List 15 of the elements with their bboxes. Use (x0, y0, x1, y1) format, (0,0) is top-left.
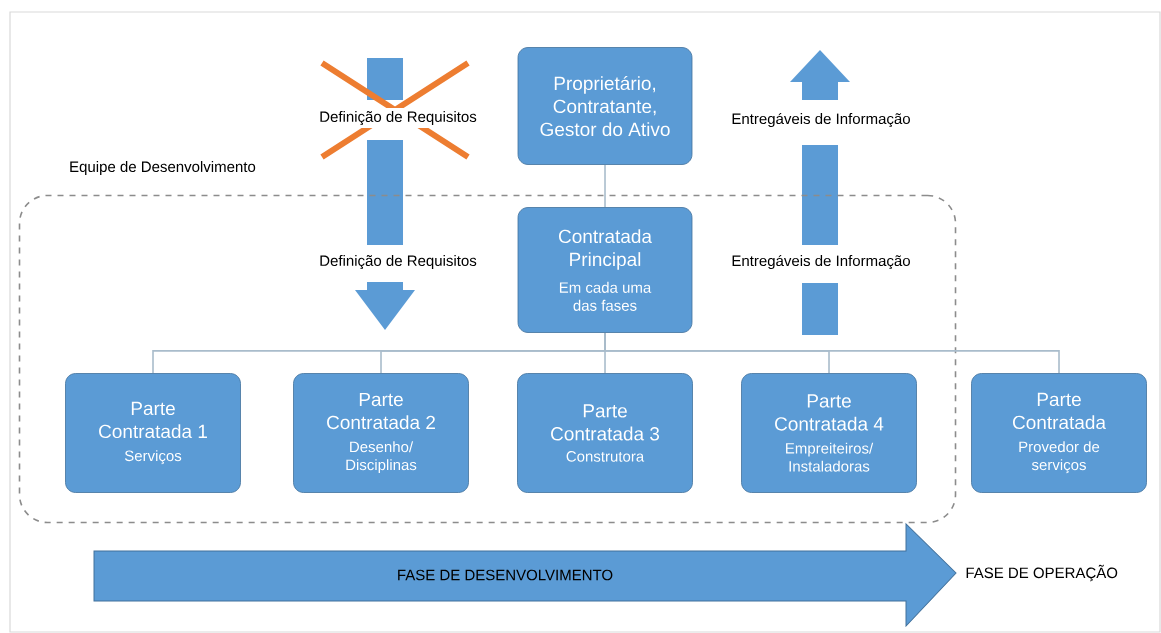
process-box: Parte Contratada 2 Desenho/ Disciplinas (293, 373, 469, 493)
process-box: Contratada Principal Em cada uma das fases (517, 207, 693, 333)
process-box: Parte Contratada 4 Empreiteiros/ Instaladoras (741, 373, 917, 493)
process-box: Parte Contratada 3 Construtora (517, 373, 693, 493)
arrow-label: Definição de Requisitos (316, 252, 480, 273)
process-box: Parte Contratada Provedor de serviços (971, 373, 1147, 493)
arrow-label: Entregáveis de Informação (728, 109, 914, 131)
arrow-label: Entregáveis de Informação (728, 251, 914, 273)
process-box: Proprietário, Contratante, Gestor do Ativo (517, 47, 693, 165)
connector-line (604, 164, 606, 208)
arrow-label: Definição de Requisitos (316, 108, 480, 129)
node-label: Equipe de Desenvolvimento (70, 161, 256, 175)
arrow-label: FASE DE OPERAÇÃO (962, 561, 1121, 585)
connector-line (604, 332, 1060, 374)
process-box: Parte Contratada 1 Serviços (65, 373, 241, 493)
